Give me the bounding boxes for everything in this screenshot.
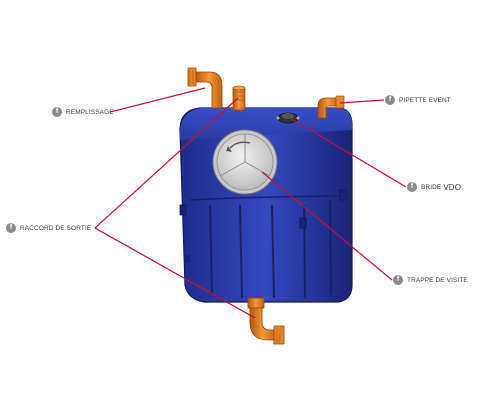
info-badge-icon: f <box>393 275 403 285</box>
bottom-outlet-elbow <box>247 297 285 345</box>
top-outlet-fitting <box>232 85 246 111</box>
info-badge-icon: f <box>407 182 417 192</box>
tank-body <box>179 107 353 303</box>
callout-remplissage: f REMPLISSAGE <box>52 106 114 118</box>
vdo-flange <box>276 112 300 124</box>
callout-pipette-event: f PIPETTE EVENT <box>385 94 451 106</box>
label-bride: BRIDE <box>421 183 442 191</box>
leader-remplissage <box>109 87 206 113</box>
leader-pipette-event <box>339 99 385 104</box>
label-remplissage: REMPLISSAGE <box>66 108 114 116</box>
callout-raccord-sortie: f RACCORD DE SORTIE <box>6 222 91 234</box>
leader-raccord-top <box>94 97 239 229</box>
leader-lines <box>94 87 407 319</box>
vent-elbow <box>317 95 345 119</box>
filling-elbow <box>187 67 223 109</box>
info-badge-icon: f <box>52 107 62 117</box>
leader-trappe-visite <box>261 171 393 281</box>
callout-trappe-visite: f TRAPPE DE VISITE <box>393 274 468 286</box>
info-badge-icon: f <box>6 223 16 233</box>
label-pipette-event: PIPETTE EVENT <box>399 96 451 104</box>
info-badge-icon: f <box>385 95 395 105</box>
label-trappe-visite: TRAPPE DE VISITE <box>407 276 468 284</box>
label-vdo: VDO <box>443 182 462 192</box>
leader-bride-vdo <box>289 117 407 188</box>
label-raccord-sortie: RACCORD DE SORTIE <box>20 224 92 232</box>
leader-raccord-bottom <box>94 227 256 319</box>
callout-bride-vdo: f BRIDE VDO <box>407 181 461 193</box>
inspection-hatch <box>212 129 278 195</box>
